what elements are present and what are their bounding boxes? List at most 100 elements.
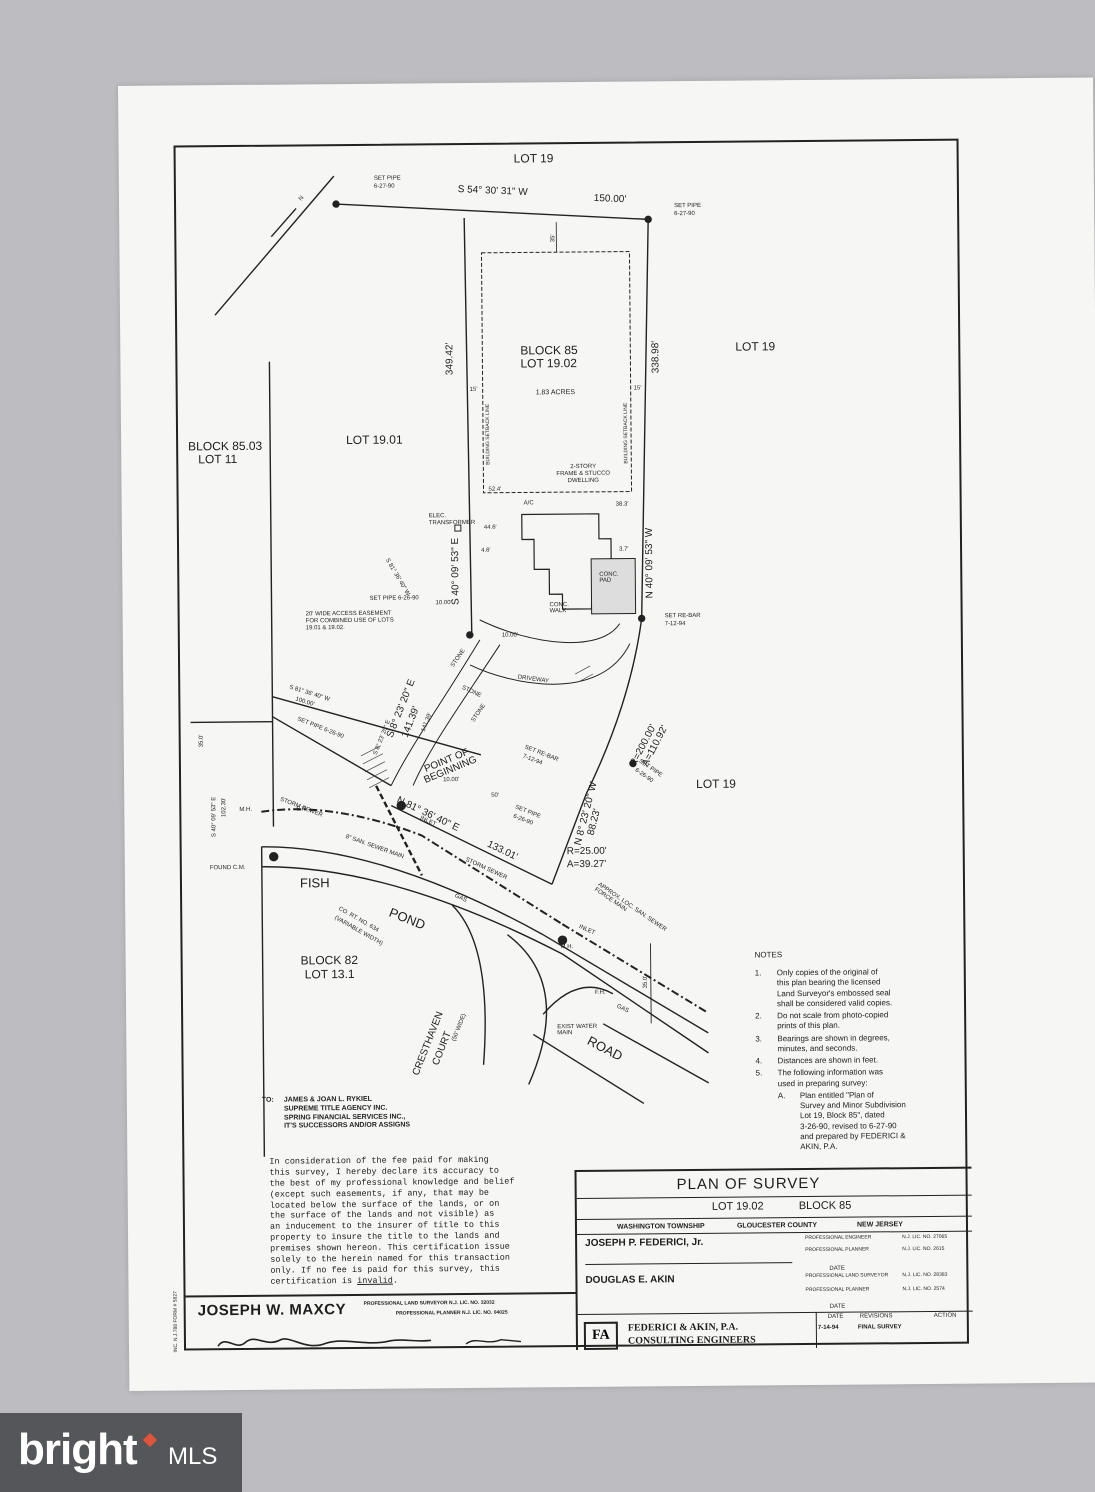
label-set-pipe-tr-date: 6-27-90 (674, 210, 695, 218)
label-d50: 50' (491, 792, 500, 799)
action-header: ACTION (933, 1312, 957, 1319)
note-number: 3. (755, 1034, 763, 1044)
note-item: 3. Bearings are shown in degrees, minutes… (755, 1032, 955, 1054)
title-township: WASHINGTON TOWNSHIP (616, 1222, 705, 1231)
cert-end: . (392, 1275, 399, 1286)
rev-date-header: DATE (827, 1313, 844, 1320)
block-line (268, 361, 275, 827)
top-property-line (336, 203, 649, 221)
label-d1000b: 10.00' (501, 632, 519, 639)
rev-text: FINAL SURVEY (857, 1324, 902, 1331)
surveyor-name: DOUGLAS E. AKIN (585, 1274, 675, 1286)
label-d1000a: 10.00' (435, 600, 452, 607)
label-easement: 20' WIDE ACCESS EASEMENT FOR COMBINED US… (305, 610, 394, 632)
title-state: NEW JERSEY (856, 1221, 903, 1229)
label-bearing-left: S 40° 09' 53" E (449, 537, 462, 606)
note-item: A.Plan entitled "Plan of Survey and Mino… (778, 1090, 957, 1153)
pp-label: PROFESSIONAL PLANNER (805, 1246, 869, 1254)
notes-heading: NOTES (754, 950, 783, 960)
brightmls-watermark: bright MLS (0, 1413, 242, 1492)
notes: NOTES 1. Only copies of the original of t… (755, 949, 957, 1155)
label-mh-a: M.H. (239, 806, 253, 813)
watermark-brand: bright (18, 1425, 138, 1474)
form-number: INC. N.J.788 FORM # 5827 (172, 1291, 180, 1353)
survey-plan-frame: LOT 19 LOT 19 LOT 19 BLOCK 85 LOT 19.02 … (172, 138, 974, 1354)
label-d524: 52.4' (488, 486, 502, 493)
label-water-main: EXIST WATER MAIN (557, 1023, 598, 1037)
label-set-pipe-tr: SET PIPE (674, 202, 702, 210)
label-lot11: LOT 11 (198, 451, 238, 467)
label-d35-right: 35.0' (642, 975, 649, 989)
pp-lic: N.J. LIC. NO. 2615 (902, 1245, 945, 1253)
note-text: The following information was used in pr… (777, 1067, 884, 1088)
firm-name: FEDERICI & AKIN, P.A. (627, 1321, 739, 1334)
pp2-lic: N.J. LIC. NO. 2574 (902, 1285, 945, 1293)
title-lot: LOT 19.02 (711, 1200, 764, 1213)
title-block: BLOCK 85 (798, 1199, 852, 1213)
label-s40-left: S 40° 09' 53" E (211, 796, 218, 838)
label-conc-walk: CONC. WALK (549, 602, 569, 615)
note-text: Plan entitled "Plan of Survey and Minor … (799, 1090, 906, 1152)
addressees: TO: JAMES & JOAN L. RYKIEL SUPREME TITLE… (262, 1095, 410, 1131)
label-setback-line-r: BUILDING SETBACK LINE (622, 402, 630, 464)
surveyor-stamp-name: JOSEPH W. MAXCY (197, 1301, 347, 1320)
building-setback (480, 251, 633, 494)
house-outline (521, 513, 613, 610)
label-set-rebar-r-date: 7-12-94 (664, 621, 686, 628)
label-lot1902: LOT 19.02 (520, 356, 577, 371)
label-block85: BLOCK 85 (520, 342, 578, 358)
note-text: Bearings are shown in degrees, minutes, … (777, 1032, 890, 1054)
cert-body: In consideration of the fee paid for mak… (269, 1154, 515, 1287)
label-lot19-right: LOT 19 (735, 339, 776, 354)
note-item: 5.The following information was used in … (756, 1067, 956, 1089)
north-arrow (214, 175, 335, 316)
label-elec: ELEC. TRANSFORMER (428, 513, 476, 527)
title-county: GLOUCESTER COUNTY (736, 1221, 818, 1230)
title-plan-of-survey: PLAN OF SURVEY (676, 1174, 821, 1194)
label-set-pipe-tl: SET PIPE (373, 175, 401, 182)
label-block82: BLOCK 82 (300, 952, 359, 968)
label-d446: 44.6' (483, 524, 497, 531)
note-number: 1. (754, 968, 762, 978)
label-setback-15b: 15' (633, 385, 642, 392)
addressee-label: TO: (261, 1096, 274, 1104)
label-d37: 3.7' (619, 546, 629, 553)
label-found-cm: FOUND C.M. (209, 864, 246, 872)
front-property-line (390, 805, 553, 885)
left-property-line (463, 217, 473, 635)
note-item: 4.Distances are shown in feet. (755, 1055, 955, 1067)
label-fish: FISH (299, 875, 330, 891)
label-d35-left: 35.0' (198, 734, 205, 748)
label-ac: A/C (523, 500, 534, 507)
driveway (479, 619, 621, 644)
note-text: Only copies of the original of this plan… (776, 967, 893, 1009)
title-block: PLAN OF SURVEY LOT 19.02 BLOCK 85 WASHIN… (574, 1166, 974, 1351)
label-mh-b: M.H. (560, 944, 574, 951)
note-number: 2. (755, 1011, 762, 1021)
label-lot1901: LOT 19.01 (346, 432, 403, 448)
cresthaven-court-left (451, 904, 486, 1065)
certification-text: In consideration of the fee paid for mak… (269, 1154, 538, 1287)
engineer-name: JOSEPH P. FEDERICI, Jr. (585, 1236, 704, 1249)
survey-drawing (190, 175, 710, 1157)
watermark-dot-icon (142, 1432, 158, 1448)
watermark-suffix: MLS (168, 1443, 218, 1470)
label-acres: 1.83 ACRES (535, 389, 576, 397)
conc-pad (590, 558, 637, 615)
road-edge-upper (261, 846, 709, 1034)
note-text: Distances are shown in feet. (777, 1055, 879, 1066)
cert-invalid: invalid (357, 1275, 393, 1286)
note-text: Do not scale from photo-copied prints of… (777, 1010, 889, 1031)
label-lot19-top: LOT 19 (513, 151, 554, 166)
survey-paper: LOT 19 LOT 19 LOT 19 BLOCK 85 LOT 19.02 … (118, 77, 1095, 1391)
label-setback-35: 35' (550, 234, 557, 243)
date2-label: DATE (829, 1303, 846, 1310)
label-ep: E.P. (296, 806, 307, 813)
pls-label: PROFESSIONAL LAND SURVEYOR (805, 1272, 889, 1280)
notes-list: 1. Only copies of the original of this pl… (755, 967, 957, 1153)
firm-logo: FA (583, 1321, 619, 1350)
label-d10230: 102.30' (221, 797, 228, 818)
label-conc-pad: CONC. PAD (599, 571, 619, 584)
label-dist-top: 150.00' (593, 192, 627, 206)
label-dist-right: 338.98' (650, 340, 662, 374)
